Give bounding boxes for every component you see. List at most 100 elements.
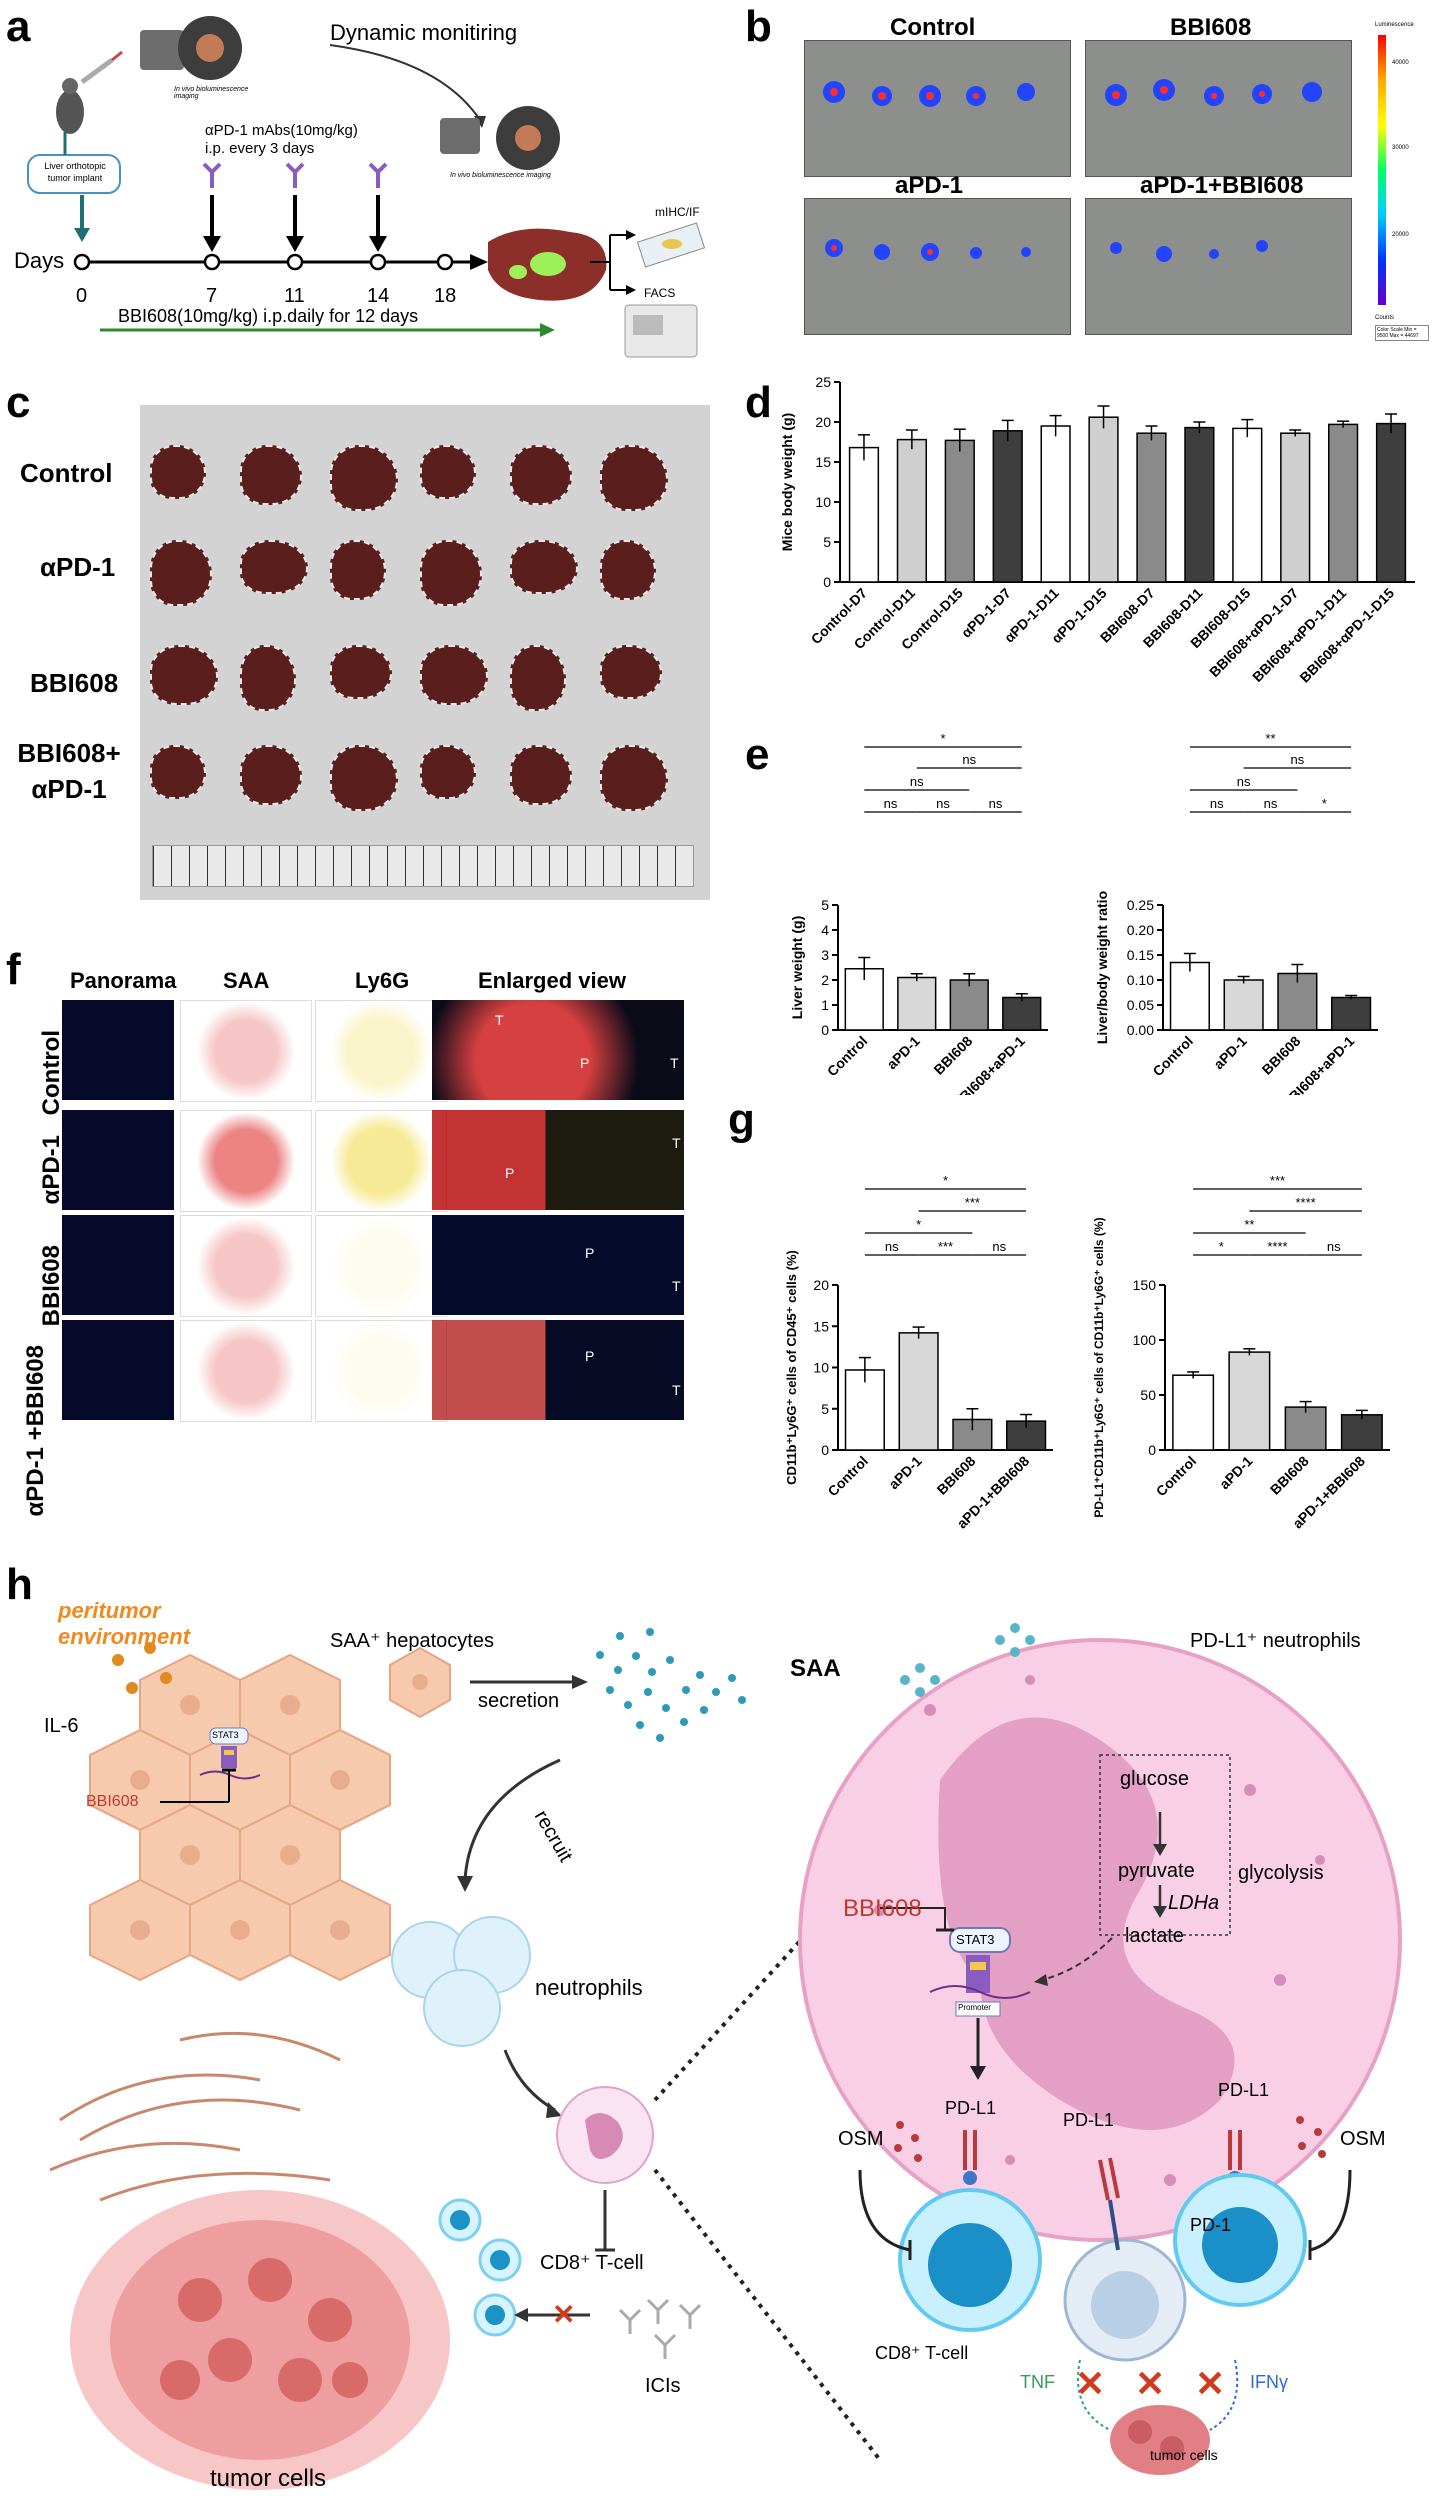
saa-particles — [596, 1628, 746, 1742]
significance-label: ns — [962, 752, 976, 767]
liver-specimen — [510, 745, 572, 805]
bar — [1172, 1374, 1215, 1451]
mouse-icon — [56, 90, 84, 134]
implant-label: Liver orthotopic tumor implant — [44, 161, 106, 183]
tnf-label: TNF — [1020, 2372, 1055, 2392]
liver-specimen — [240, 445, 302, 505]
osm-label-2: OSM — [1340, 2128, 1386, 2150]
day-11: 11 — [284, 285, 305, 307]
panel-label-f: f — [6, 945, 21, 994]
region-label-2: P — [580, 1055, 590, 1071]
stat3-label-large: STAT3 — [956, 1932, 995, 1947]
significance-label: *** — [1270, 1173, 1285, 1188]
saa-hepatocytes-label: SAA⁺ hepatocytes — [330, 1630, 494, 1652]
pdl1-label-1: PD-L1 — [945, 2098, 997, 2118]
photo-label-bbi608: BBI608 — [30, 668, 119, 698]
implant-badge — [27, 154, 121, 194]
svg-text:✕: ✕ — [1075, 2363, 1105, 2404]
ifng-label: IFNγ — [1250, 2372, 1288, 2392]
row-label-combo: αPD-1 +BBI608 — [22, 1345, 49, 1517]
liver-specimen — [510, 540, 578, 594]
bar — [1232, 427, 1263, 583]
pdl1-receptors — [963, 2130, 1242, 2201]
ly6g-stain-image — [315, 1110, 447, 1212]
cd8-label: CD8⁺ T-cell — [540, 2252, 644, 2274]
y-tick-label: 10 — [815, 494, 831, 510]
panel-a-title: Dynamic monitiring — [330, 20, 518, 45]
peritumor-label: peritumor environment — [58, 1598, 191, 1649]
bli-image-bbi608 — [1085, 40, 1352, 177]
region-label-3: T — [670, 1055, 679, 1071]
significance-label: ns — [910, 774, 924, 789]
liver-specimen — [600, 645, 662, 699]
liver-specimen — [150, 645, 218, 705]
photo-label-combo: BBI608+ αPD-1 — [17, 738, 121, 804]
significance-label: * — [943, 1173, 948, 1188]
panorama-image — [62, 1320, 174, 1420]
imaging-device-icon-2 — [440, 118, 480, 154]
bar — [848, 446, 880, 583]
bli-image-control — [804, 40, 1071, 177]
significance-label: *** — [938, 1239, 953, 1254]
bar — [1284, 1406, 1327, 1451]
bar — [1184, 426, 1215, 583]
treatment-schedule: i.p. every 3 days — [205, 140, 315, 157]
pyruvate-label: pyruvate — [1118, 1860, 1195, 1882]
category-label: Control — [824, 1453, 871, 1500]
y-tick-label: 15 — [813, 1318, 829, 1334]
category-label: BBI608 — [934, 1453, 979, 1498]
bar — [898, 1332, 939, 1451]
y-tick-label: 4 — [821, 922, 829, 938]
y-axis-label: PD-L1⁺CD11b⁺Ly6G⁺ cells of CD11b⁺Ly6G⁺ c… — [1092, 1217, 1106, 1517]
colorbar-tick-2: 30000 — [1392, 145, 1409, 151]
significance-label: * — [940, 731, 945, 746]
colorbar-note: Color Scale Min = 9500 Max = 44697 — [1375, 325, 1429, 341]
y-tick-label: 3 — [821, 947, 829, 963]
region-label-7: T — [672, 1278, 681, 1294]
bar — [897, 976, 937, 1031]
y-tick-label: 15 — [815, 454, 831, 470]
saa-stain-image — [180, 1000, 312, 1102]
panorama-image — [62, 1215, 174, 1315]
region-label-1: T — [495, 1012, 504, 1028]
region-label-4: P — [505, 1165, 515, 1181]
glucose-label: glucose — [1120, 1768, 1189, 1790]
liver-specimen — [510, 645, 566, 711]
tumor-mass — [70, 2190, 450, 2490]
imaging-caption-2: In vivo bioluminescence imaging — [450, 172, 551, 179]
category-label: Control — [1149, 1033, 1196, 1080]
liver-specimen — [150, 745, 206, 799]
bar — [949, 979, 989, 1031]
y-tick-label: 0.20 — [1127, 922, 1154, 938]
liver-specimen — [150, 445, 206, 499]
bli-label-control: Control — [890, 14, 976, 41]
y-tick-label: 25 — [815, 374, 831, 390]
ruler — [152, 845, 694, 887]
liver-specimen — [420, 745, 476, 799]
significance-label: **** — [1296, 1195, 1316, 1210]
y-tick-label: 5 — [821, 897, 829, 913]
experiment-timeline-diagram — [27, 16, 706, 358]
liver-specimen — [510, 445, 572, 505]
significance-label: * — [1219, 1239, 1224, 1254]
svg-text:✕: ✕ — [1135, 2363, 1165, 2404]
significance-label: * — [1322, 796, 1327, 811]
region-label-9: P — [585, 1348, 595, 1364]
bbi608-label-small: BBI608 — [86, 1793, 139, 1810]
significance-label: ns — [885, 1239, 899, 1254]
significance-label: ns — [884, 796, 898, 811]
bar — [944, 439, 975, 583]
significance-label: ns — [1237, 774, 1251, 789]
stat3-label-small: STAT3 — [212, 1730, 239, 1740]
significance-label: *** — [965, 1195, 980, 1210]
significance-label: ns — [936, 796, 950, 811]
tumor-cells-small — [1110, 2405, 1210, 2475]
bli-label-bbi608: BBI608 — [1170, 14, 1252, 41]
liver-specimen — [330, 645, 392, 699]
bar — [1223, 979, 1264, 1031]
ldha-label: LDHa — [1168, 1892, 1220, 1914]
photo-label-apd1: αPD-1 — [40, 552, 116, 582]
category-label: BBI608 — [1259, 1033, 1304, 1078]
